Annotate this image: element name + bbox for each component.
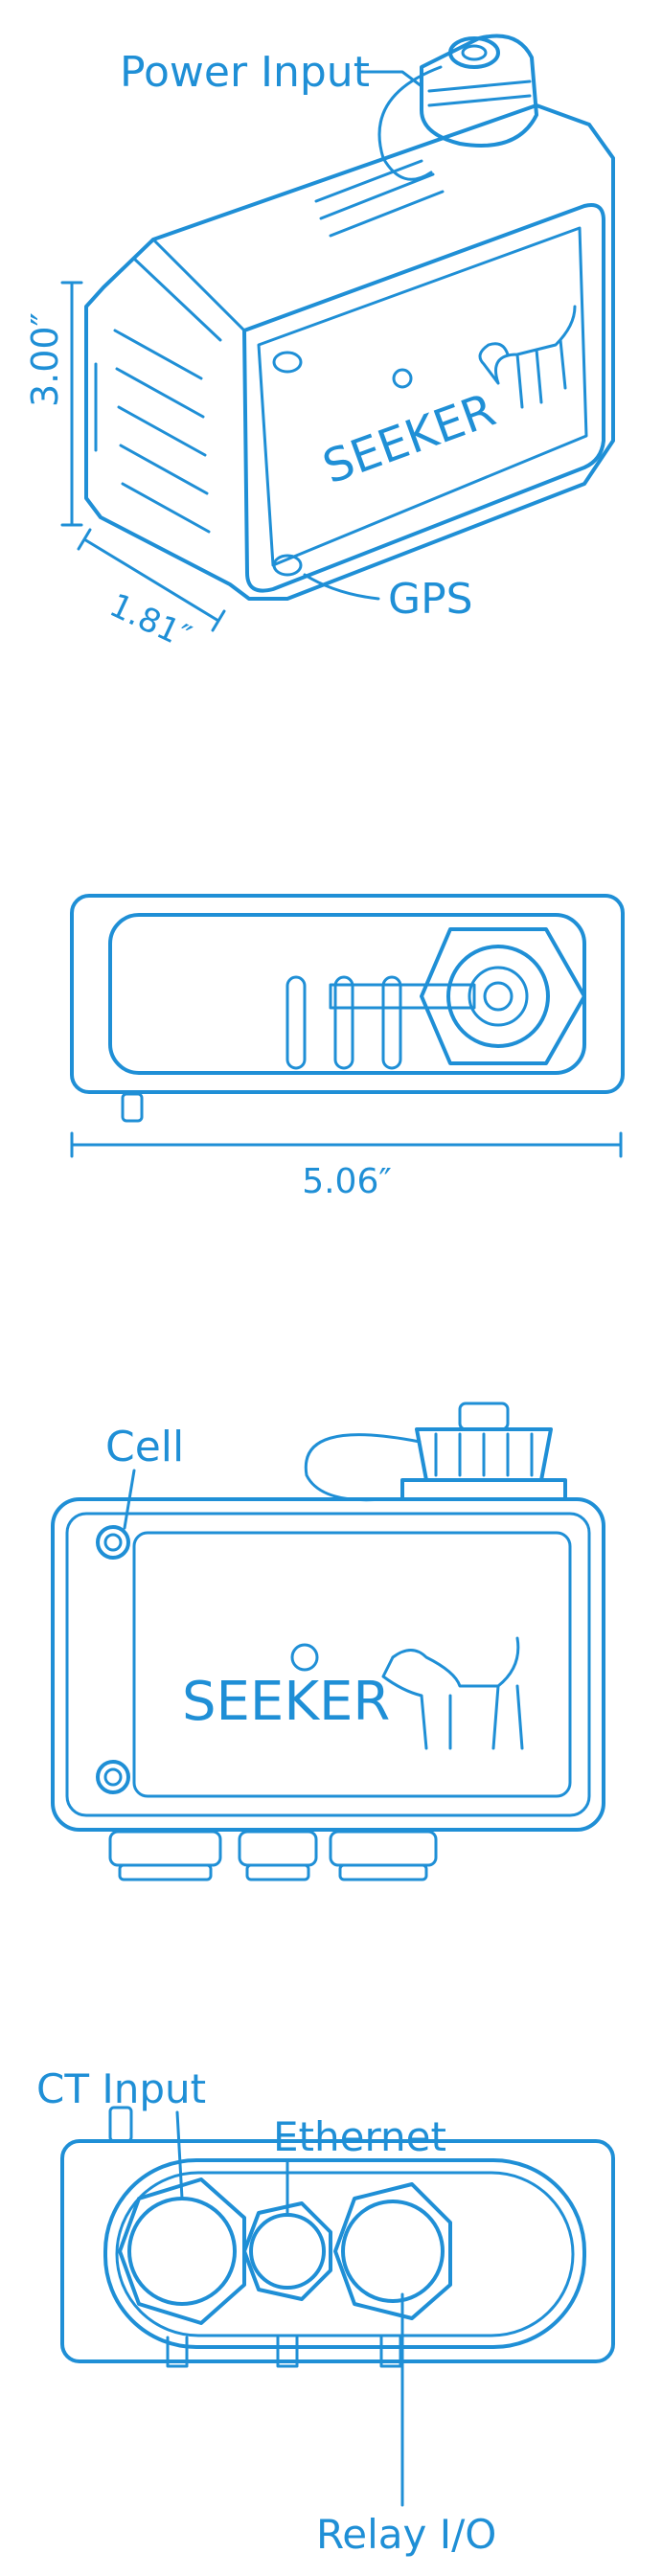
brand-logo-text: SEEKER <box>182 1671 390 1733</box>
bottom-view: CT Input Ethernet Relay I/O <box>36 2065 615 2558</box>
isometric-view: SEEKER Power Input GPS 3.00″ 1.81″ <box>24 34 615 657</box>
dog-icon <box>478 305 577 409</box>
depth-dimension-label: 1.81″ <box>103 586 196 657</box>
top-view: 5.06″ <box>70 894 625 1201</box>
height-dimension-label: 3.00″ <box>24 312 66 407</box>
dog-icon <box>381 1636 524 1750</box>
stud-icon <box>121 1092 144 1123</box>
gps-connector-icon <box>272 554 303 577</box>
screw-icon <box>96 1760 130 1794</box>
brand-logo-text: SEEKER <box>316 383 502 494</box>
relay-io-label: Relay I/O <box>316 2511 496 2558</box>
cell-label: Cell <box>105 1423 184 1471</box>
front-view: SEEKER Cell <box>51 1402 605 1881</box>
cell-connector-icon <box>96 1525 130 1560</box>
ethernet-label: Ethernet <box>273 2113 446 2160</box>
gps-label: GPS <box>388 575 473 624</box>
ct-input-label: CT Input <box>36 2065 206 2112</box>
width-dimension-label: 5.06″ <box>302 1162 392 1201</box>
screw-icon <box>272 351 303 374</box>
power-input-label: Power Input <box>120 48 370 97</box>
stud-icon <box>108 2106 133 2143</box>
